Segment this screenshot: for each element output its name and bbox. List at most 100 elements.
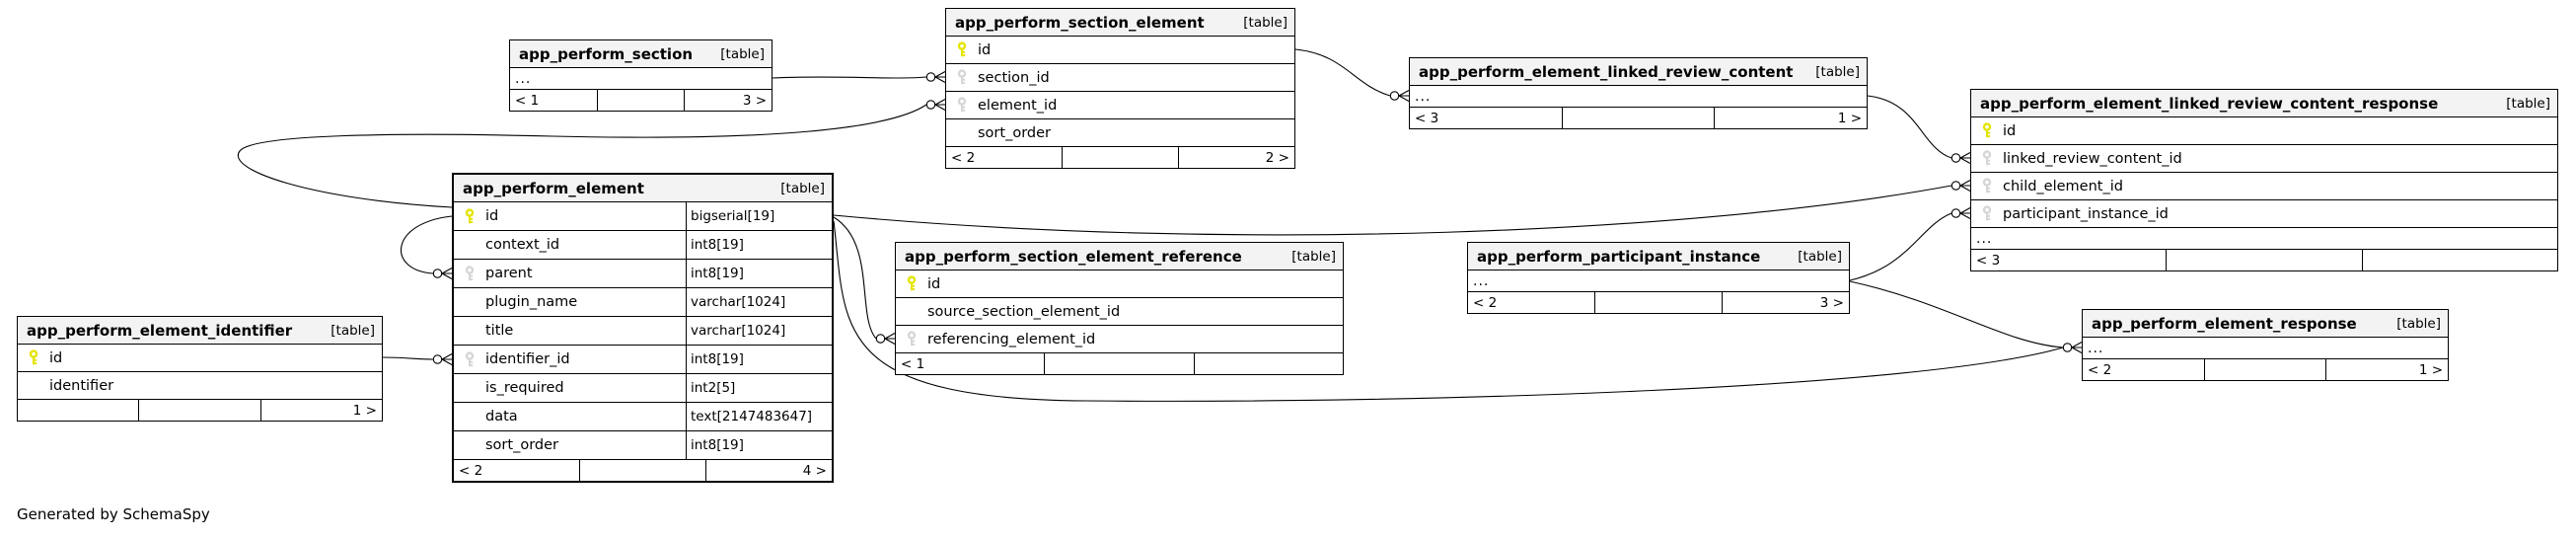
column-row: id (18, 344, 382, 371)
primary-key-icon (1971, 122, 2003, 139)
entity-table-app-perform-section[interactable]: app_perform_section [table] ... < 1 3 > (509, 39, 773, 112)
table-footer: < 2 3 > (1468, 291, 1849, 313)
cardinality-circle (1389, 91, 1400, 101)
table-footer: 1 > (18, 399, 382, 421)
column-name: context_id (485, 237, 560, 253)
foreign-key-icon (946, 97, 978, 114)
cardinality-circle (432, 354, 443, 364)
relationship-edge (1849, 207, 1971, 281)
table-columns: ... (1410, 85, 1867, 107)
relationship-edge (382, 353, 453, 365)
column-row: plugin_name varchar[1024] (454, 287, 832, 316)
table-footer: < 2 4 > (454, 459, 832, 481)
column-row: id (1971, 116, 2557, 144)
table-header: app_perform_section_element [table] (946, 9, 1294, 36)
table-header: app_perform_element_linked_review_conten… (1971, 90, 2557, 116)
entity-table-app-perform-element-identifier[interactable]: app_perform_element_identifier [table] i… (17, 316, 383, 422)
foreign-key-icon (454, 350, 485, 368)
cardinality-circle (432, 269, 443, 278)
entity-table-app-perform-element-linked-review-content[interactable]: app_perform_element_linked_review_conten… (1409, 57, 1868, 129)
primary-key-icon (896, 275, 927, 292)
column-name: id (485, 208, 499, 224)
footer-children-count: < 2 (459, 462, 483, 479)
column-name: source_section_element_id (927, 303, 1121, 320)
relationship-edge (833, 220, 2083, 402)
column-name: element_id (978, 97, 1058, 114)
table-badge: [table] (720, 45, 765, 62)
table-footer: < 1 (896, 352, 1343, 374)
column-type: text[2147483647] (686, 403, 832, 430)
table-footer: < 2 2 > (946, 146, 1294, 168)
footer-children-count: < 1 (515, 92, 540, 109)
table-name[interactable]: app_perform_element_identifier (27, 321, 293, 340)
table-name[interactable]: app_perform_section_element (955, 13, 1205, 32)
table-name[interactable]: app_perform_section (519, 44, 694, 63)
table-columns: ... (510, 67, 772, 89)
hidden-columns-row: ... (1410, 85, 1867, 107)
entity-table-app-perform-section-element[interactable]: app_perform_section_element [table] id se… (945, 8, 1295, 169)
footer-parents-count: 1 > (1714, 108, 1867, 128)
footer-spacer (1044, 353, 1193, 374)
foreign-key-icon (1971, 150, 2003, 167)
column-row: parent int8[19] (454, 259, 832, 287)
table-header: app_perform_element_identifier [table] (18, 317, 382, 344)
column-row: is_required int2[5] (454, 373, 832, 402)
column-name: id (978, 41, 992, 58)
column-name: sort_order (978, 124, 1051, 141)
column-row: element_id (946, 91, 1294, 118)
column-name: is_required (485, 380, 564, 396)
column-type: int2[5] (686, 374, 832, 402)
column-type: varchar[1024] (686, 288, 832, 316)
table-footer: < 1 3 > (510, 89, 772, 111)
table-header: app_perform_element_linked_review_conten… (1410, 58, 1867, 85)
entity-table-app-perform-participant-instance[interactable]: app_perform_participant_instance [table]… (1467, 242, 1850, 314)
table-columns: ... (1468, 270, 1849, 291)
cardinality-circle (1950, 208, 1961, 218)
table-name[interactable]: app_perform_element (463, 179, 644, 197)
footer-parents-count (1193, 353, 1343, 374)
hidden-columns-row: ... (1468, 270, 1849, 291)
primary-key-icon (946, 41, 978, 58)
ellipsis-label: ... (2088, 340, 2104, 356)
entity-table-app-perform-element-linked-review-content-response[interactable]: app_perform_element_linked_review_conten… (1970, 89, 2558, 271)
crows-foot-marker (934, 71, 946, 83)
column-name: parent (485, 266, 533, 281)
column-name: id (2003, 122, 2017, 139)
column-name: plugin_name (485, 294, 578, 310)
column-row: participant_instance_id (1971, 199, 2557, 227)
relationship-edge (237, 99, 946, 208)
table-footer: < 3 1 > (1410, 107, 1867, 128)
table-name[interactable]: app_perform_element_response (2092, 314, 2357, 333)
foreign-key-icon (896, 331, 927, 347)
table-badge: [table] (780, 180, 825, 196)
column-name: identifier_id (485, 351, 570, 367)
table-header: app_perform_participant_instance [table] (1468, 243, 1849, 270)
table-name[interactable]: app_perform_section_element_reference (905, 247, 1242, 266)
relationship-edge (772, 71, 946, 83)
column-name: referencing_element_id (927, 331, 1096, 347)
table-name[interactable]: app_perform_element_linked_review_conten… (1980, 94, 2439, 113)
entity-table-app-perform-section-element-reference[interactable]: app_perform_section_element_reference [t… (895, 242, 1344, 375)
footer-children-count: < 1 (901, 355, 925, 372)
cardinality-circle (2062, 343, 2073, 352)
ellipsis-label: ... (1976, 230, 1993, 247)
column-row: linked_review_content_id (1971, 144, 2557, 172)
footer-spacer (596, 90, 685, 111)
footer-spacer (1561, 108, 1715, 128)
table-name[interactable]: app_perform_participant_instance (1477, 247, 1761, 266)
entity-table-app-perform-element-response[interactable]: app_perform_element_response [table] ...… (2082, 309, 2449, 381)
column-type: int8[19] (686, 346, 832, 373)
foreign-key-icon (946, 69, 978, 86)
relationship-edge (1849, 280, 2064, 348)
column-name: section_id (978, 69, 1050, 86)
table-name[interactable]: app_perform_element_linked_review_conten… (1419, 62, 1794, 81)
footer-parents-count (2361, 250, 2557, 270)
column-type: int8[19] (686, 260, 832, 287)
column-type: int8[19] (686, 431, 832, 459)
